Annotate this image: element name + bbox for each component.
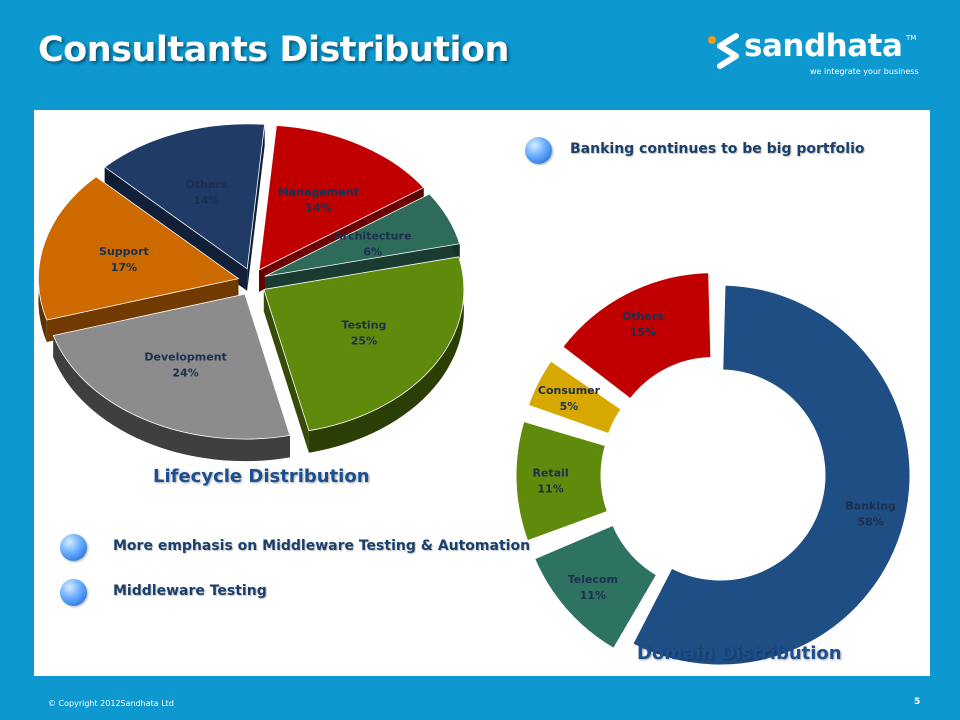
- page-number: 5: [914, 697, 921, 707]
- domain-label-consumer: Consumer: [538, 384, 601, 397]
- lifecycle-value-management: 14%: [305, 201, 331, 214]
- lifecycle-slice-face: [104, 123, 266, 270]
- domain-value-consumer: 5%: [560, 400, 579, 413]
- lifecycle-value-testing: 25%: [351, 335, 377, 348]
- lifecycle-slice-face: [264, 193, 461, 277]
- domain-slice-telecom: [534, 524, 658, 649]
- lifecycle-slice-wall: [263, 289, 309, 453]
- copyright-notice: © Copyright 2012Sandhata Ltd: [48, 699, 174, 708]
- lifecycle-label-management: Management: [278, 185, 359, 198]
- domain-value-others: 15%: [630, 326, 656, 339]
- lifecycle-label-development: Development: [144, 351, 226, 364]
- lifecycle-label-support: Support: [99, 245, 149, 258]
- domain-label-telecom: Telecom: [568, 573, 618, 586]
- domain-label-others: Others: [622, 310, 664, 323]
- domain-slice-retail: [515, 420, 609, 542]
- lifecycle-value-others: 14%: [193, 194, 219, 207]
- logo-wordmark: sandhata: [744, 28, 903, 64]
- domain-value-banking: 58%: [857, 516, 883, 529]
- lifecycle-slice-development: [52, 293, 291, 462]
- bullet-dot-icon: [60, 579, 87, 606]
- lifecycle-value-development: 24%: [172, 367, 198, 380]
- lifecycle-label-testing: Testing: [342, 319, 387, 332]
- domain-slice-banking: [632, 284, 911, 666]
- lifecycle-slice-testing: [263, 256, 465, 453]
- bullet-middleware-emphasis-text: More emphasis on Middleware Testing & Au…: [113, 538, 531, 554]
- domain-slice-others: [562, 272, 712, 400]
- domain-value-telecom: 11%: [580, 589, 606, 602]
- lifecycle-label-architecture: Architecture: [334, 229, 411, 242]
- lifecycle-value-architecture: 6%: [363, 245, 382, 258]
- bullet-banking-text: Banking continues to be big portfolio: [570, 141, 865, 157]
- lifecycle-slice-edge: [53, 335, 290, 462]
- domain-label-retail: Retail: [533, 466, 569, 479]
- lifecycle-slice-wall: [247, 124, 265, 291]
- domain-label-banking: Banking: [845, 500, 895, 513]
- slide-title: Consultants Distribution: [38, 30, 509, 70]
- lifecycle-slice-face: [258, 125, 425, 271]
- lifecycle-label-others: Others: [185, 178, 227, 191]
- lifecycle-slice-face: [263, 256, 465, 432]
- domain-chart-title: Domain Distribution: [637, 643, 842, 664]
- domain-slice-consumer: [527, 360, 622, 435]
- lifecycle-slice-face: [52, 293, 291, 440]
- lifecycle-value-support: 17%: [111, 261, 137, 274]
- bullet-dot-icon: [525, 137, 552, 164]
- lifecycle-slice-edge: [308, 256, 464, 453]
- logo-trademark: TM: [906, 34, 917, 42]
- bullet-middleware-testing-text: Middleware Testing: [113, 583, 267, 599]
- domain-value-retail: 11%: [537, 482, 563, 495]
- sandhata-logo: sandhata TM we integrate your business: [706, 28, 926, 80]
- lifecycle-slice-face: [38, 176, 240, 321]
- bullet-dot-icon: [60, 534, 87, 561]
- logo-tagline: we integrate your business: [810, 67, 919, 76]
- sandhata-logo-icon: [708, 33, 739, 69]
- lifecycle-chart-title: Lifecycle Distribution: [153, 466, 370, 487]
